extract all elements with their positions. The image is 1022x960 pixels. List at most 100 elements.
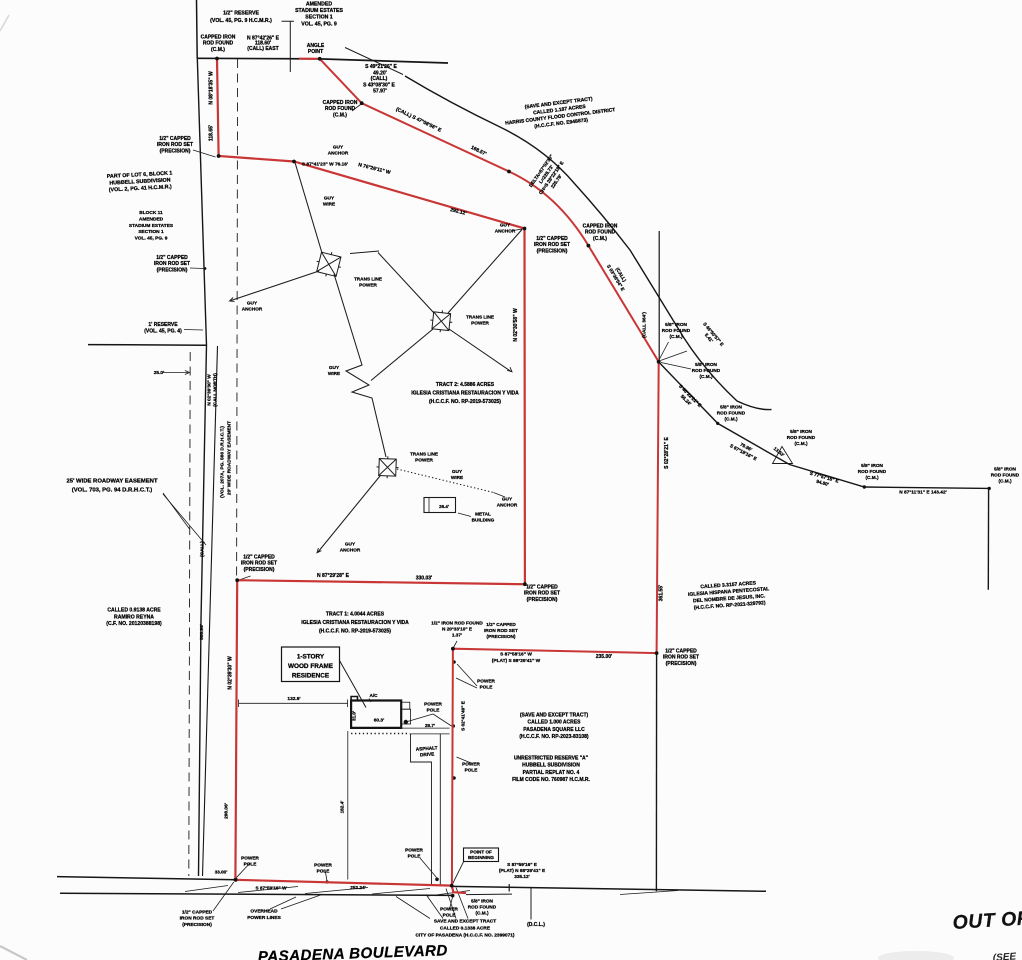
svg-text:IRON ROD SET: IRON ROD SET xyxy=(154,261,190,267)
svg-text:PASADENA BOULEVARD: PASADENA BOULEVARD xyxy=(258,942,449,960)
svg-text:29.7': 29.7' xyxy=(425,723,435,728)
svg-text:1-STORY: 1-STORY xyxy=(297,654,325,661)
svg-text:ROD FOUND: ROD FOUND xyxy=(717,411,746,416)
svg-text:(C.M.): (C.M.) xyxy=(475,911,488,916)
svg-text:ANGLE: ANGLE xyxy=(307,43,325,49)
svg-text:(CALL 364'): (CALL 364') xyxy=(642,312,647,338)
svg-text:POWER: POWER xyxy=(440,907,458,912)
svg-text:PART OF LOT 6, BLOCK 1: PART OF LOT 6, BLOCK 1 xyxy=(107,170,173,179)
svg-text:ROD FOUND: ROD FOUND xyxy=(692,368,721,373)
svg-text:STADIUM ESTATES: STADIUM ESTATES xyxy=(129,223,174,229)
svg-text:POWER: POWER xyxy=(359,282,377,287)
svg-text:ROD FOUND: ROD FOUND xyxy=(662,328,691,333)
svg-text:GUY: GUY xyxy=(324,196,335,201)
svg-text:WIRE: WIRE xyxy=(328,371,340,376)
svg-text:330.03': 330.03' xyxy=(416,576,432,582)
svg-text:N 87°42'26" E: N 87°42'26" E xyxy=(247,36,280,42)
svg-text:(PLAT) N 88°29'41" E: (PLAT) N 88°29'41" E xyxy=(499,868,545,873)
svg-text:POLE: POLE xyxy=(408,853,421,858)
svg-text:1/2" CAPPED: 1/2" CAPPED xyxy=(156,255,188,261)
svg-text:1/2" CAPPED: 1/2" CAPPED xyxy=(486,622,516,627)
svg-text:1/2" CAPPED: 1/2" CAPPED xyxy=(536,236,568,242)
svg-text:TRANS LINE: TRANS LINE xyxy=(354,277,382,282)
svg-text:CALLED 1.000 ACRES: CALLED 1.000 ACRES xyxy=(528,720,582,726)
svg-text:POWER: POWER xyxy=(471,320,489,325)
svg-text:WIRE: WIRE xyxy=(451,475,463,480)
svg-text:(C.M.): (C.M.) xyxy=(333,112,347,118)
svg-text:N 02°30'58" W: N 02°30'58" W xyxy=(513,308,519,342)
svg-text:POWER LINES: POWER LINES xyxy=(247,915,281,921)
svg-text:BEGINNING: BEGINNING xyxy=(468,855,494,860)
svg-text:IGLESIA HISPANA PENTECOSTAL: IGLESIA HISPANA PENTECOSTAL xyxy=(688,586,770,598)
svg-text:POLE: POLE xyxy=(317,868,330,873)
svg-text:TRANS LINE: TRANS LINE xyxy=(466,315,494,320)
svg-text:(VOL. 45, PG. 4): (VOL. 45, PG. 4) xyxy=(144,328,182,334)
svg-text:1.37': 1.37' xyxy=(452,633,462,638)
svg-text:BUILDING: BUILDING xyxy=(472,517,495,522)
svg-text:S 43°08'30" E: S 43°08'30" E xyxy=(363,83,395,89)
svg-text:(PRECISION): (PRECISION) xyxy=(537,248,568,254)
svg-text:IGLESIA CRISTIANA RESTAURACION: IGLESIA CRISTIANA RESTAURACION Y VIDA xyxy=(301,620,409,626)
svg-text:OUT OF: OUT OF xyxy=(952,907,1022,934)
svg-text:POINT OF: POINT OF xyxy=(470,850,492,855)
svg-text:5/8" IRON: 5/8" IRON xyxy=(790,429,812,434)
svg-text:5/8" IRON: 5/8" IRON xyxy=(994,467,1016,472)
svg-text:1/2" CAPPED: 1/2" CAPPED xyxy=(526,585,558,591)
svg-text:POWER: POWER xyxy=(462,762,480,767)
svg-text:VOL. 45, PG. 9: VOL. 45, PG. 9 xyxy=(301,21,337,27)
svg-text:CALLED 0.9138 ACRE: CALLED 0.9138 ACRE xyxy=(107,608,161,614)
svg-text:SECTION 1: SECTION 1 xyxy=(138,229,164,235)
svg-text:5/8" IRON: 5/8" IRON xyxy=(665,322,687,327)
svg-text:N 08°18'35" W: N 08°18'35" W xyxy=(209,71,215,105)
svg-text:(H.C.C.F. NO. RP-2021-329792): (H.C.C.F. NO. RP-2021-329792) xyxy=(694,600,767,611)
svg-text:(VOL. 703, PG. 94 D.R.H.C.T.): (VOL. 703, PG. 94 D.R.H.C.T.) xyxy=(72,488,153,494)
svg-text:(C.M.): (C.M.) xyxy=(593,236,607,242)
svg-text:(VOL. 2, PG. 41 H.C.M.R.): (VOL. 2, PG. 41 H.C.M.R.) xyxy=(109,184,172,193)
svg-text:49.20': 49.20' xyxy=(373,71,387,77)
svg-text:(PRECISION): (PRECISION) xyxy=(157,267,188,273)
svg-text:1/2" CAPPED: 1/2" CAPPED xyxy=(665,649,697,655)
svg-text:METAL: METAL xyxy=(475,512,491,517)
svg-text:ROD FOUND: ROD FOUND xyxy=(325,106,356,112)
svg-text:WOOD FRAME: WOOD FRAME xyxy=(288,663,334,670)
svg-text:5/8" IRON: 5/8" IRON xyxy=(720,405,742,410)
svg-text:DEL NOMBRE DE JESUS, INC.: DEL NOMBRE DE JESUS, INC. xyxy=(693,593,766,604)
svg-text:(PRECISION): (PRECISION) xyxy=(182,922,212,928)
svg-text:508.96': 508.96' xyxy=(199,624,205,640)
svg-text:STADIUM ESTATES: STADIUM ESTATES xyxy=(295,8,343,14)
svg-text:TRACT 1: 4.0044 ACRES: TRACT 1: 4.0044 ACRES xyxy=(326,612,385,618)
svg-text:S 87°58'16" W: S 87°58'16" W xyxy=(500,652,532,658)
svg-text:POWER: POWER xyxy=(241,856,259,861)
svg-text:N 87°11'31" E 143.42': N 87°11'31" E 143.42' xyxy=(899,490,947,496)
svg-text:118.65': 118.65' xyxy=(209,125,215,141)
svg-text:IRON ROD SET: IRON ROD SET xyxy=(534,242,570,248)
svg-text:POWER: POWER xyxy=(424,702,442,707)
svg-text:POWER: POWER xyxy=(314,863,332,868)
svg-text:ANCHOR: ANCHOR xyxy=(242,306,263,311)
svg-text:IRON ROD SET: IRON ROD SET xyxy=(180,916,215,922)
svg-text:(H.C.C.F. NO. RP-2019-573025): (H.C.C.F. NO. RP-2019-573025) xyxy=(429,399,501,405)
svg-text:DRIVE: DRIVE xyxy=(420,752,435,758)
svg-text:(SAVE AND EXCEPT TRACT): (SAVE AND EXCEPT TRACT) xyxy=(520,713,589,719)
svg-text:ANCHOR: ANCHOR xyxy=(497,502,518,507)
svg-text:1/2" CAPPED: 1/2" CAPPED xyxy=(159,136,191,142)
svg-text:5.41': 5.41' xyxy=(704,332,714,343)
svg-text:361.55': 361.55' xyxy=(659,585,665,601)
svg-text:(CALL): (CALL) xyxy=(371,76,388,82)
svg-text:(C.M.): (C.M.) xyxy=(998,479,1011,484)
svg-text:(C.M.): (C.M.) xyxy=(865,475,878,480)
svg-text:GUY: GUY xyxy=(452,469,463,474)
svg-text:ANCHOR: ANCHOR xyxy=(340,547,361,552)
svg-text:(PRECISION): (PRECISION) xyxy=(487,634,516,639)
svg-text:IRON ROD SET: IRON ROD SET xyxy=(157,142,193,148)
svg-text:N 02°39'30" W: N 02°39'30" W xyxy=(207,374,212,406)
svg-text:(CALL) EAST: (CALL) EAST xyxy=(247,46,278,52)
svg-text:POLE: POLE xyxy=(244,861,257,866)
svg-text:26.4': 26.4' xyxy=(439,504,449,509)
svg-text:5/8" IRON: 5/8" IRON xyxy=(861,463,883,468)
svg-text:57.97': 57.97' xyxy=(373,89,387,95)
svg-text:5/8" IRON: 5/8" IRON xyxy=(695,362,717,367)
svg-text:CITY OF PASADENA (H.C.C.F. NO.: CITY OF PASADENA (H.C.C.F. NO. 2399071) xyxy=(415,933,514,939)
svg-text:WIRE: WIRE xyxy=(323,201,335,206)
svg-text:1/2" IRON ROD FOUND: 1/2" IRON ROD FOUND xyxy=(431,621,483,626)
